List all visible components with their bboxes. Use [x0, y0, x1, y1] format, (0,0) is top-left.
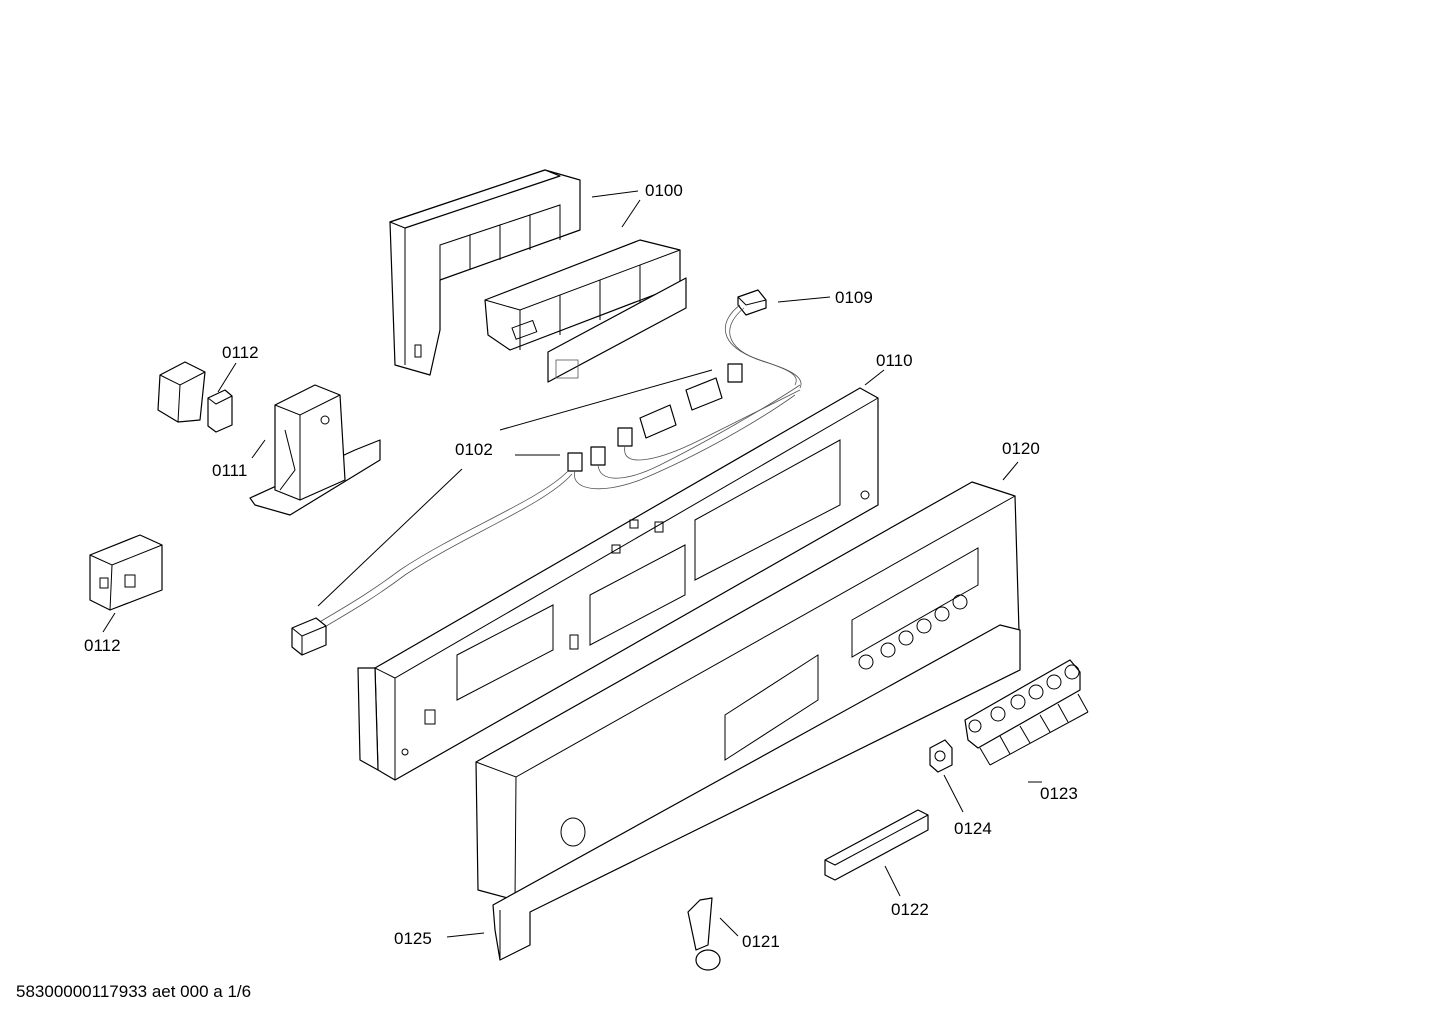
callout-0122: 0122 [891, 900, 929, 919]
part-0121-latch-lever [687, 897, 721, 971]
callout-0102: 0102 [455, 440, 493, 459]
callout-0121: 0121 [742, 932, 780, 951]
callout-0109: 0109 [835, 288, 873, 307]
callout-0123: 0123 [1040, 784, 1078, 803]
part-0123-button-strip [964, 659, 1081, 749]
callout-0125: 0125 [394, 929, 432, 948]
callout-0100: 0100 [645, 181, 683, 200]
part-0100-pcb-strip [547, 277, 687, 383]
leader-lines [102, 190, 1089, 938]
callout-0111: 0111 [212, 461, 247, 480]
callout-0112-lower: 0112 [84, 636, 121, 655]
callout-0124: 0124 [954, 819, 992, 838]
callout-labels: 0100 0109 0110 0112 0111 0102 0120 0112 … [84, 181, 1078, 951]
part-0102-wiring-harness [291, 363, 801, 656]
part-0112-upper-clip [157, 361, 233, 433]
part-0109-connector [725, 289, 802, 389]
callout-0112-upper: 0112 [222, 343, 259, 362]
part-0122-trim-strip [824, 809, 929, 881]
part-0125-lower-trim [492, 624, 1021, 961]
callout-0120: 0120 [1002, 439, 1040, 458]
part-0124-single-button [929, 739, 953, 773]
callout-0110: 0110 [876, 351, 913, 370]
part-0110-frame-panel [357, 387, 879, 781]
drawing-id-footer: 58300000117933 aet 000 a 1/6 [16, 982, 251, 1001]
part-0112-lower-switch [89, 534, 163, 611]
part-0100-control-module [389, 169, 681, 376]
part-0111-housing-bracket [249, 384, 381, 516]
